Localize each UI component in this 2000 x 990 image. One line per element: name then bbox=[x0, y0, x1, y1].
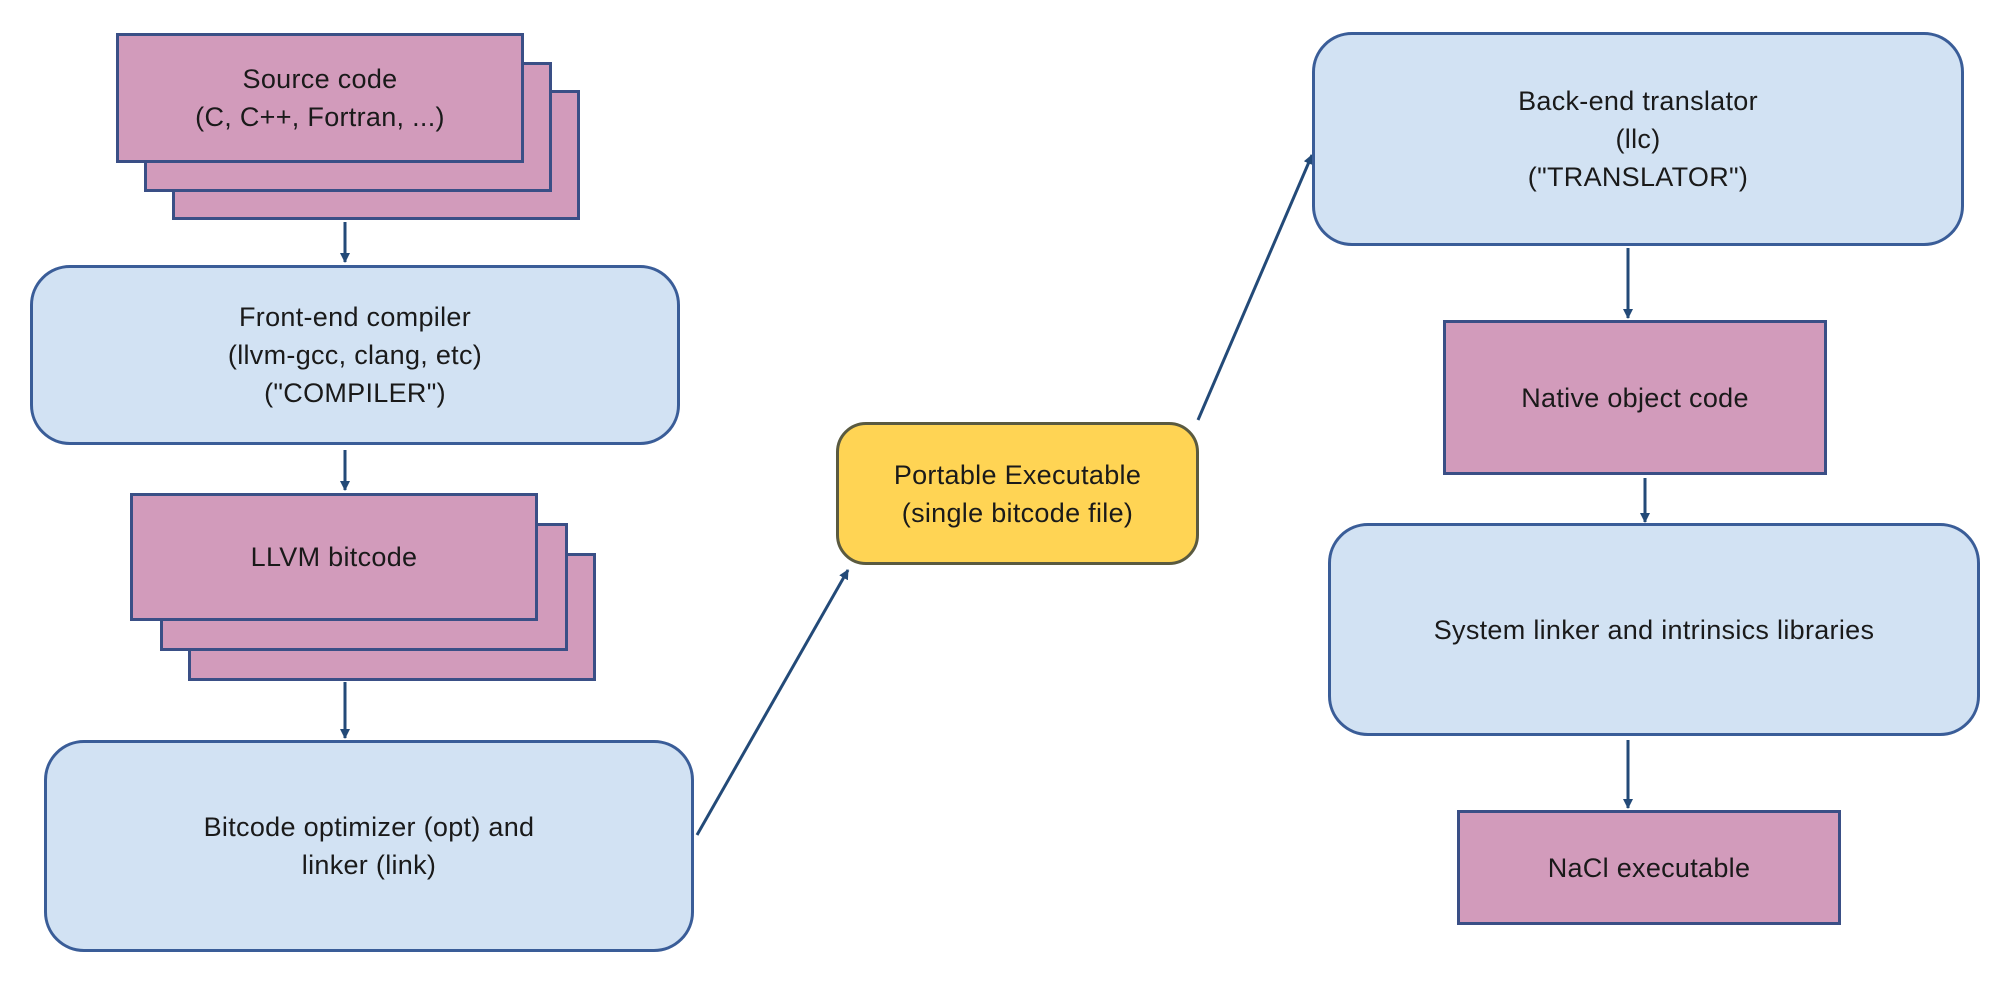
system-linker-box: System linker and intrinsics libraries bbox=[1328, 523, 1980, 736]
nacl-executable-title: NaCl executable bbox=[1547, 852, 1751, 883]
backend-translator-title: Back-end translator bbox=[1518, 86, 1758, 116]
bitcode-optimizer-title: Bitcode optimizer (opt) and bbox=[203, 812, 535, 842]
backend-translator-tool: (llc) bbox=[1615, 124, 1661, 154]
frontend-compiler-title: Front-end compiler bbox=[239, 302, 471, 332]
bitcode-optimizer-linker: linker (link) bbox=[301, 850, 437, 880]
source-code-languages: (C, C++, Fortran, ...) bbox=[195, 102, 445, 132]
source-code-box: Source code (C, C++, Fortran, ...) bbox=[116, 33, 524, 163]
portable-executable-box: Portable Executable (single bitcode file… bbox=[836, 422, 1199, 565]
backend-translator-box: Back-end translator (llc) ("TRANSLATOR") bbox=[1312, 32, 1964, 246]
backend-translator-role: ("TRANSLATOR") bbox=[1527, 162, 1749, 192]
source-code-title: Source code bbox=[242, 64, 398, 94]
bitcode-optimizer-box: Bitcode optimizer (opt) and linker (link… bbox=[44, 740, 694, 952]
frontend-compiler-tools: (llvm-gcc, clang, etc) bbox=[227, 340, 483, 370]
arrow-optimizer-to-portable bbox=[695, 569, 850, 836]
nacl-executable-box: NaCl executable bbox=[1457, 810, 1841, 925]
frontend-compiler-box: Front-end compiler (llvm-gcc, clang, etc… bbox=[30, 265, 680, 445]
native-object-code-box: Native object code bbox=[1443, 320, 1827, 475]
frontend-compiler-role: ("COMPILER") bbox=[264, 378, 446, 408]
native-object-code-title: Native object code bbox=[1521, 382, 1749, 413]
portable-executable-subtitle: (single bitcode file) bbox=[901, 497, 1134, 528]
llvm-bitcode-title: LLVM bitcode bbox=[250, 542, 418, 572]
arrow-portable-to-backend bbox=[1196, 154, 1314, 421]
llvm-bitcode-box: LLVM bitcode bbox=[130, 493, 538, 621]
portable-executable-title: Portable Executable bbox=[893, 459, 1142, 490]
system-linker-title: System linker and intrinsics libraries bbox=[1433, 614, 1875, 645]
